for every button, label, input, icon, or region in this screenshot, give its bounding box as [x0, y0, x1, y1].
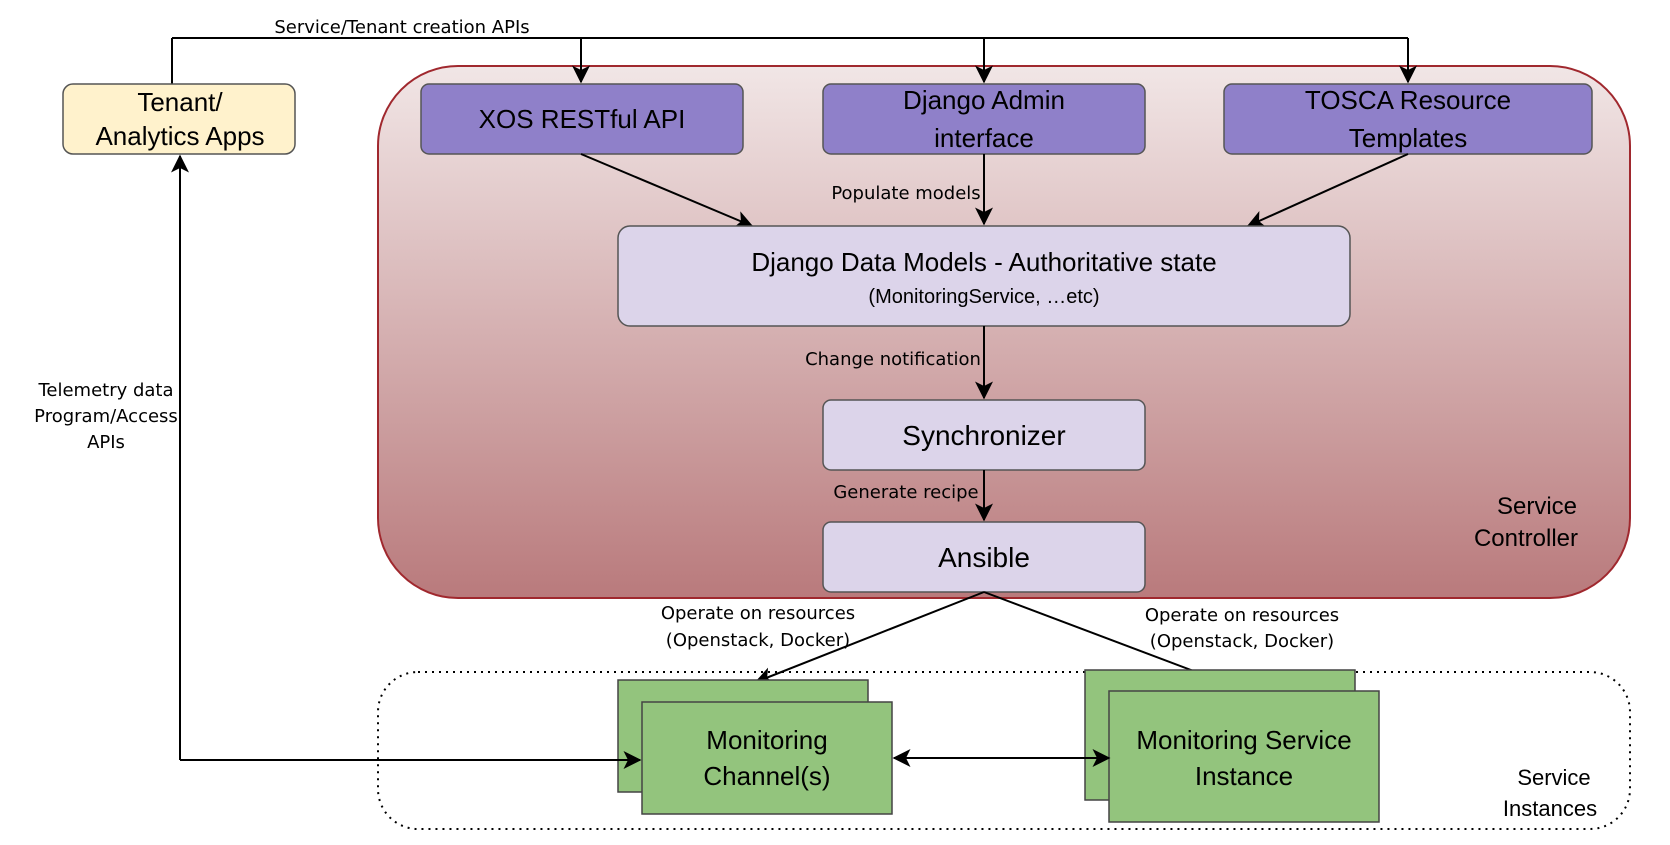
label-operate-left-2: (Openstack, Docker) — [666, 630, 850, 651]
django-admin-line-2: interface — [934, 123, 1034, 153]
channel-line-2: Channel(s) — [703, 761, 830, 791]
label-telemetry-1: Telemetry data — [37, 380, 173, 401]
tenant-creation-connector — [171, 37, 1417, 84]
label-operate-right-1: Operate on resources — [1145, 605, 1339, 626]
service-instance-line-2: Instance — [1195, 761, 1293, 791]
django-admin-box: Django Admin interface — [822, 83, 1146, 155]
service-controller-label-2: Controller — [1474, 525, 1578, 552]
service-instance-line-1: Monitoring Service — [1136, 725, 1351, 755]
django-admin-line-1: Django Admin — [903, 85, 1065, 115]
monitoring-channel-front — [641, 701, 893, 815]
tosca-line-2: Templates — [1349, 123, 1468, 153]
tenant-analytics-box: Tenant/ Analytics Apps — [62, 83, 296, 155]
synchronizer-label: Synchronizer — [902, 420, 1065, 451]
populate-arrows — [580, 153, 1409, 228]
monitoring-service-instance-box: Monitoring Service Instance — [1084, 669, 1380, 823]
label-telemetry-2: Program/Access — [34, 406, 178, 427]
data-models-title: Django Data Models - Authoritative state — [751, 247, 1216, 277]
django-data-models-box: Django Data Models - Authoritative state… — [617, 225, 1351, 327]
ansible-label: Ansible — [938, 542, 1030, 573]
service-instance-front — [1108, 690, 1380, 823]
tenant-box-line-2: Analytics Apps — [95, 121, 264, 151]
xos-box-label: XOS RESTful API — [479, 104, 686, 134]
label-generate-recipe: Generate recipe — [833, 482, 978, 503]
label-operate-right-2: (Openstack, Docker) — [1150, 631, 1334, 652]
service-instances-label-2: Instances — [1503, 796, 1597, 821]
tosca-templates-box: TOSCA Resource Templates — [1223, 83, 1593, 155]
channel-line-1: Monitoring — [706, 725, 827, 755]
tosca-line-1: TOSCA Resource — [1305, 85, 1511, 115]
label-top-apis: Service/Tenant creation APIs — [274, 17, 529, 38]
service-controller-region — [377, 65, 1631, 599]
ansible-box: Ansible — [822, 521, 1146, 593]
label-populate-models: Populate models — [831, 183, 980, 204]
service-instances-label-1: Service — [1517, 765, 1590, 790]
label-operate-left-1: Operate on resources — [661, 603, 855, 624]
telemetry-connector — [171, 154, 642, 769]
data-models-subtitle: (MonitoringService, …etc) — [868, 286, 1099, 308]
label-change-notification: Change notification — [805, 349, 981, 370]
monitoring-channel-box: Monitoring Channel(s) — [617, 679, 893, 815]
tenant-box-line-1: Tenant/ — [137, 87, 223, 117]
synchronizer-box: Synchronizer — [822, 399, 1146, 471]
service-instances-region — [377, 671, 1631, 830]
xos-restful-api-box: XOS RESTful API — [420, 83, 744, 155]
service-controller-label-1: Service — [1497, 493, 1577, 520]
label-telemetry-3: APIs — [87, 432, 125, 453]
